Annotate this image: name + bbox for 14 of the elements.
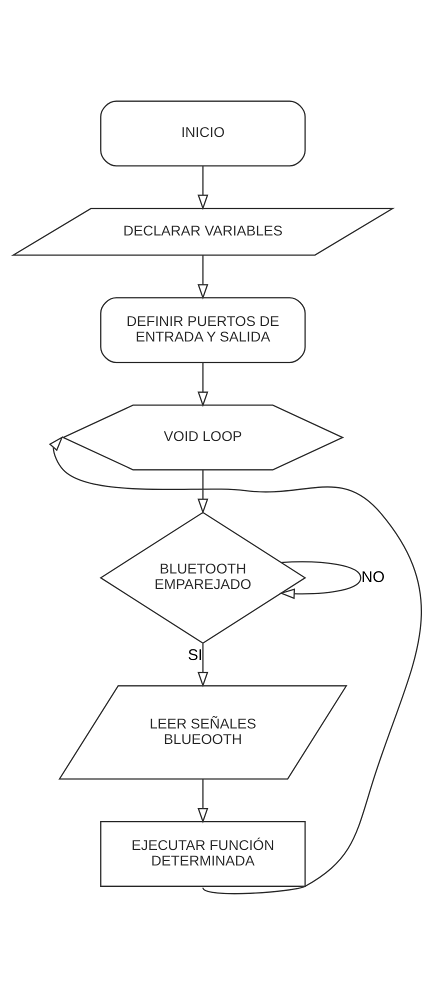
node-box: DEFINIR PUERTOS DE ENTRADA Y SALIDA (100, 296, 306, 363)
arrow (279, 560, 362, 599)
arrow (197, 254, 208, 300)
arrow (197, 643, 208, 687)
node-box: INICIO (100, 100, 306, 166)
edge-label: SI (188, 646, 202, 664)
arrow (197, 470, 208, 514)
arrow (197, 362, 208, 407)
node-diamond: BLUETOOTH EMPAREJADO (100, 511, 306, 644)
arrow (197, 778, 208, 823)
arrow (197, 166, 208, 210)
edge-label: NO (361, 568, 385, 586)
node-box: EJECUTAR FUNCIÓN DETERMINADA (100, 820, 306, 886)
arrow (48, 436, 422, 894)
